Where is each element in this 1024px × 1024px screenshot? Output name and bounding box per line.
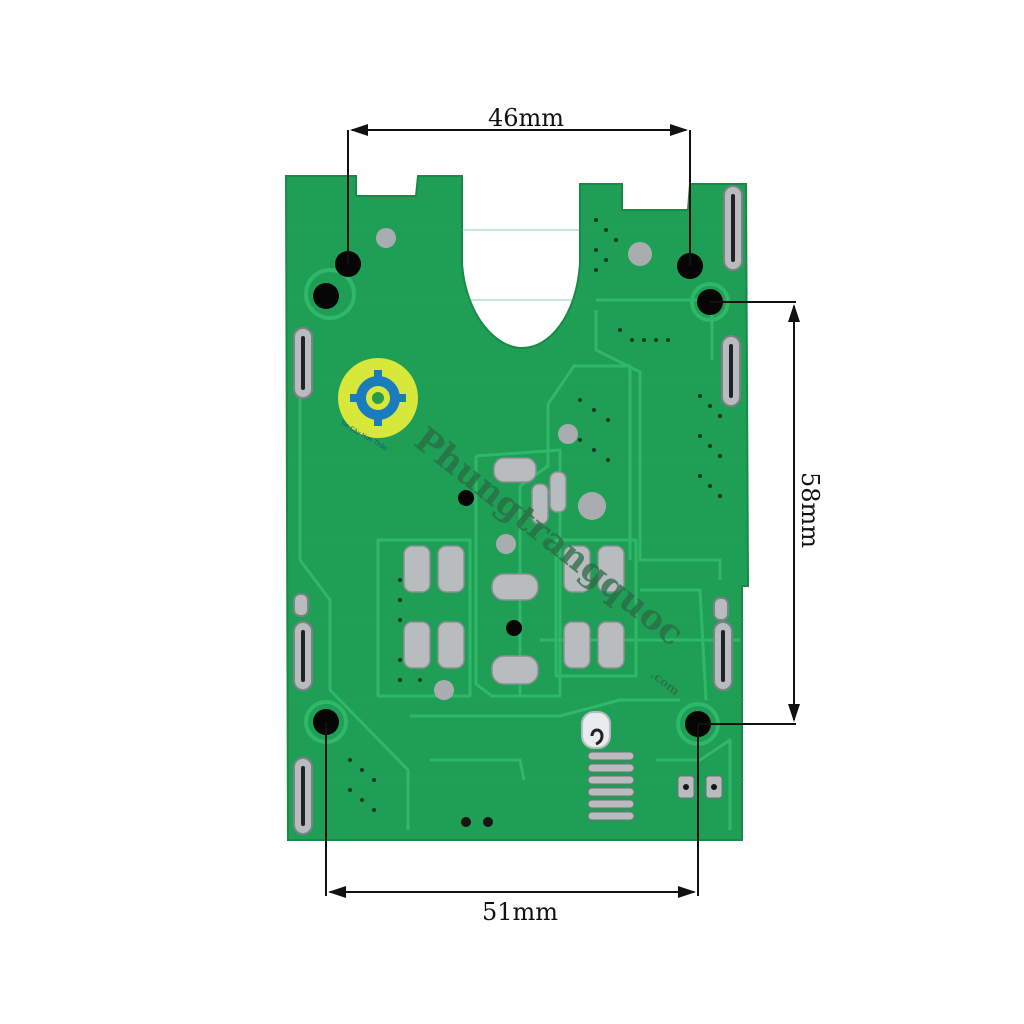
dimension-top-label: 46mm (488, 104, 564, 132)
small-through-holes (461, 784, 717, 827)
via-dots (348, 218, 722, 812)
dimension-bottom-label: 51mm (482, 898, 558, 926)
dimension-lines (325, 129, 796, 896)
pcb-traces (298, 298, 740, 830)
pin-header-pads (587, 751, 723, 821)
dimension-arrowheads (328, 124, 800, 898)
led-component (581, 711, 611, 749)
round-pads (376, 228, 652, 700)
solder-pads (403, 457, 625, 685)
pcb-board (284, 175, 750, 841)
dimension-right-label: 58mm (796, 472, 824, 548)
slot-centers (301, 194, 735, 826)
brand-logo (338, 358, 418, 438)
